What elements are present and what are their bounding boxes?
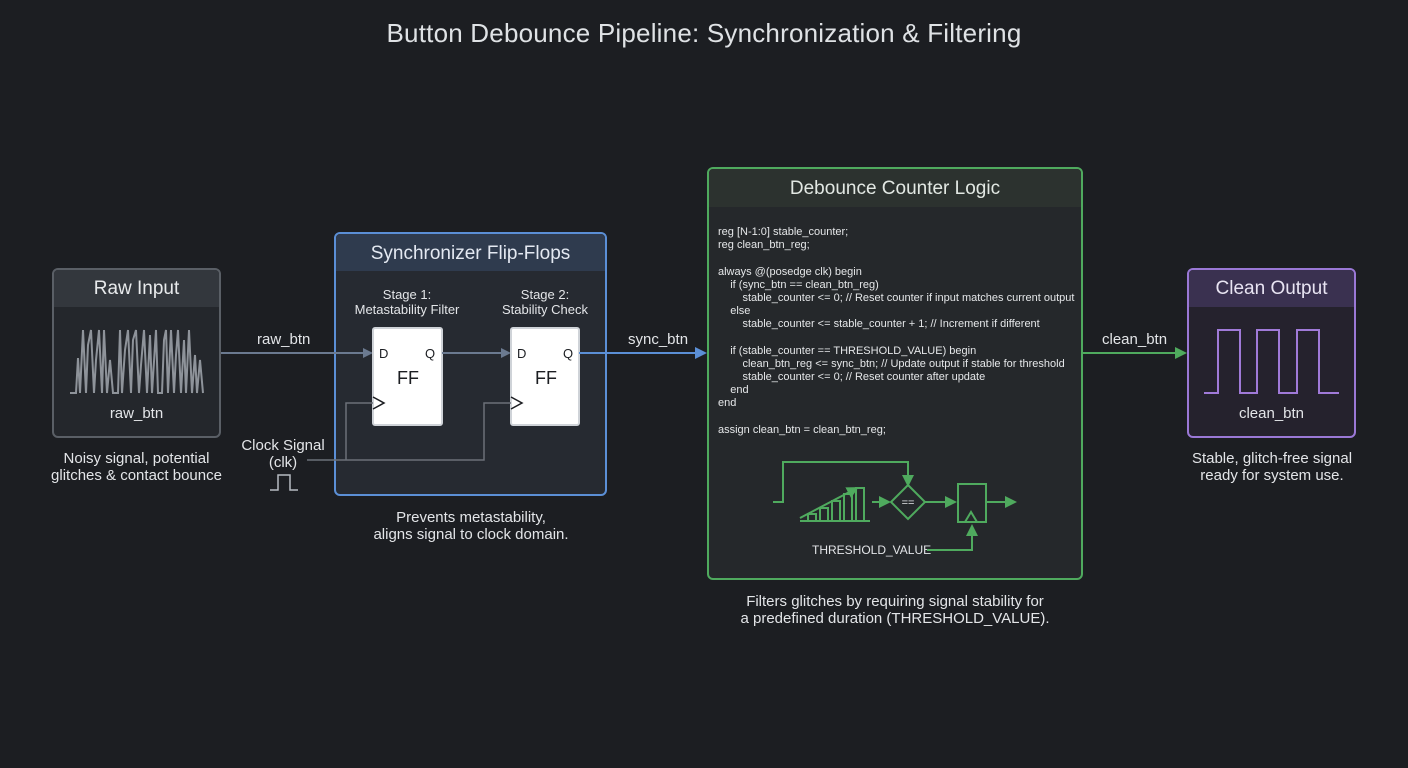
- code-line: else: [718, 305, 751, 318]
- debounce-caption: Filters glitches by requiring signal sta…: [735, 593, 1055, 627]
- clean-caption-line-2: ready for system use.: [1200, 467, 1344, 484]
- code-line: [718, 332, 1078, 345]
- code-line: [718, 411, 1078, 424]
- raw-signal-label: raw_btn: [109, 405, 164, 422]
- code-line: [718, 252, 1078, 265]
- code-line: reg clean_btn_reg;: [718, 239, 810, 252]
- clean-caption-line-1: Stable, glitch-free signal: [1191, 450, 1353, 467]
- debounce-panel: Debounce Counter Logic: [707, 167, 1083, 580]
- raw-caption-line-2: glitches & contact bounce: [51, 467, 222, 484]
- page-title: Button Debounce Pipeline: Synchronizatio…: [386, 18, 1022, 48]
- code-line: if (stable_counter == THRESHOLD_VALUE) b…: [718, 344, 977, 357]
- clean-btn-wire-label: clean_btn: [1102, 331, 1168, 348]
- clock-label: Clock Signal (clk): [232, 437, 334, 471]
- clock-pulse-icon: [270, 474, 298, 491]
- clean-signal-label: clean_btn: [1238, 405, 1305, 422]
- code-line: stable_counter <= stable_counter + 1; //…: [718, 318, 1040, 331]
- sync-btn-wire-label: sync_btn: [628, 331, 689, 348]
- raw-input-header: Raw Input: [54, 270, 219, 307]
- raw-caption-line-1: Noisy signal, potential: [63, 450, 210, 467]
- code-line: if (sync_btn == clean_btn_reg): [718, 278, 879, 291]
- synchronizer-caption: Prevents metastability, aligns signal to…: [352, 509, 590, 543]
- clock-label-line-2: (clk): [268, 454, 298, 471]
- stage2-label: Stage 2: Stability Check: [486, 287, 604, 317]
- stage2-line-2: Stability Check: [502, 302, 588, 317]
- sync-caption-line-2: aligns signal to clock domain.: [373, 526, 569, 543]
- raw-input-caption: Noisy signal, potential glitches & conta…: [40, 450, 233, 484]
- verilog-code-block: reg [N-1:0] stable_counter;reg clean_btn…: [718, 226, 1078, 437]
- threshold-label: THRESHOLD_VALUE: [812, 543, 932, 557]
- stage1-line-2: Metastability Filter: [354, 302, 460, 317]
- stage1-line-1: Stage 1:: [382, 287, 432, 302]
- clean-output-caption: Stable, glitch-free signal ready for sys…: [1176, 450, 1368, 484]
- code-line: end: [718, 397, 737, 410]
- debounce-header: Debounce Counter Logic: [709, 169, 1081, 207]
- code-line: clean_btn_reg <= sync_btn; // Update out…: [718, 357, 1065, 370]
- code-line: stable_counter <= 0; // Reset counter if…: [718, 291, 1075, 304]
- code-line: reg [N-1:0] stable_counter;: [718, 226, 849, 238]
- code-line: assign clean_btn = clean_btn_reg;: [718, 423, 886, 436]
- raw-btn-wire-label: raw_btn: [257, 331, 311, 348]
- synchronizer-panel: Synchronizer Flip-Flops: [334, 232, 607, 496]
- code-line: end: [718, 384, 749, 397]
- debounce-caption-line-1: Filters glitches by requiring signal sta…: [746, 593, 1044, 610]
- clock-label-line-1: Clock Signal: [241, 437, 325, 454]
- stage1-label: Stage 1: Metastability Filter: [346, 287, 468, 317]
- sync-caption-line-1: Prevents metastability,: [396, 509, 546, 526]
- clean-output-header: Clean Output: [1189, 270, 1354, 307]
- debounce-caption-line-2: a predefined duration (THRESHOLD_VALUE).: [740, 610, 1050, 627]
- stage2-line-1: Stage 2:: [520, 287, 570, 302]
- code-line: always @(posedge clk) begin: [718, 265, 862, 278]
- code-line: stable_counter <= 0; // Reset counter af…: [718, 371, 986, 384]
- synchronizer-header: Synchronizer Flip-Flops: [336, 234, 605, 271]
